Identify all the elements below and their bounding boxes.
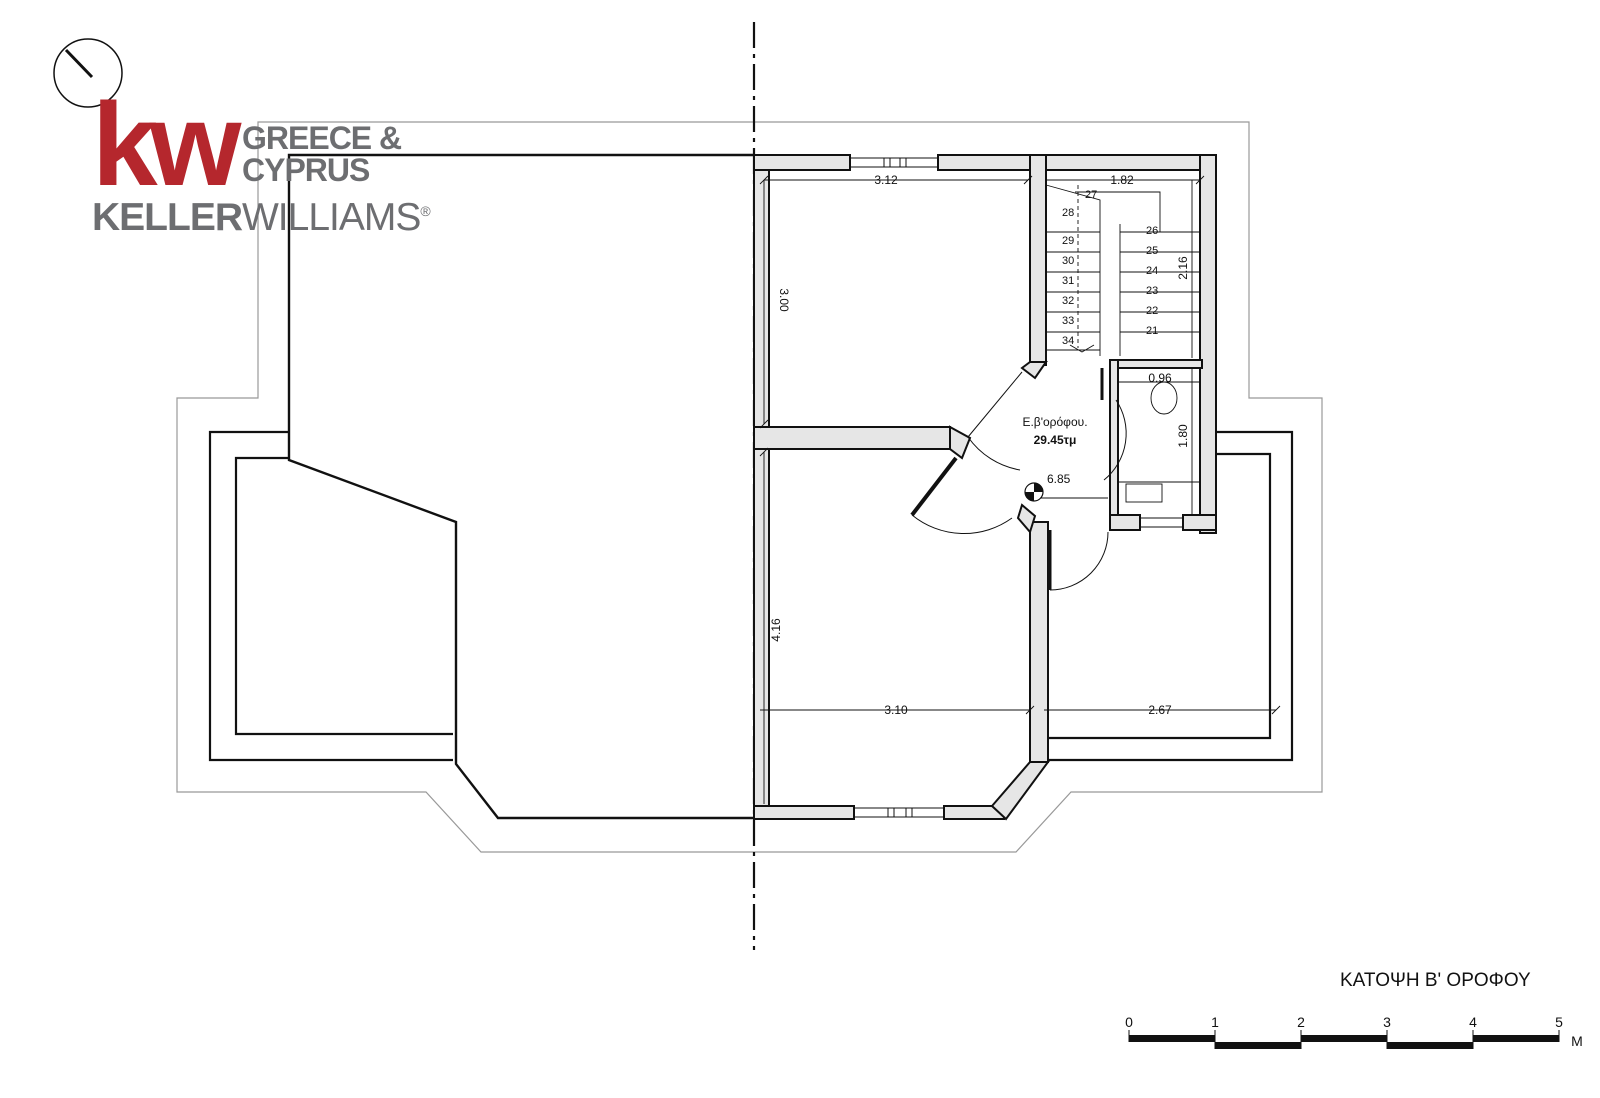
stair-step-label: 33 <box>1062 315 1074 327</box>
stair-step-label: 30 <box>1062 255 1074 267</box>
dim-top-room-depth: 3.00 <box>777 288 791 312</box>
dim-wc-width: 0.96 <box>1148 371 1172 385</box>
area-label: Ε.β'ορόφου. <box>1022 415 1087 429</box>
scale-tick-label: 5 <box>1555 1014 1563 1030</box>
logo-brand: KELLERWILLIAMS® <box>92 196 431 240</box>
scale-tick-label: 3 <box>1383 1014 1391 1030</box>
right-terrace <box>1048 430 1294 762</box>
scale-unit: M <box>1571 1033 1583 1049</box>
stair-step-label: 21 <box>1146 325 1158 337</box>
scale-tick-label: 0 <box>1125 1014 1133 1030</box>
scale-bar <box>1128 1030 1560 1049</box>
window-top <box>850 157 938 168</box>
logo-registered: ® <box>420 203 430 219</box>
stair-step-label: 24 <box>1146 265 1158 277</box>
window-bottom <box>854 807 944 818</box>
scale-tick-label: 2 <box>1297 1014 1305 1030</box>
roof-outline <box>287 153 754 820</box>
logo-brand-light: WILLIAMS <box>242 196 421 239</box>
stair-step-label: 25 <box>1146 245 1158 257</box>
plan-title: ΚΑΤΟΨΗ Β' ΟΡΟΦΟΥ <box>1340 970 1531 991</box>
stair-step-label: 28 <box>1062 207 1074 219</box>
scale-tick-label: 4 <box>1469 1014 1477 1030</box>
stair-step-label: 22 <box>1146 305 1158 317</box>
scale-tick-label: 1 <box>1211 1014 1219 1030</box>
doors <box>910 368 1127 591</box>
level-marker-icon <box>1024 482 1044 502</box>
area-value: 29.45τμ <box>1034 433 1077 447</box>
stair-step-label: 23 <box>1146 285 1158 297</box>
dim-wc-depth: 1.80 <box>1176 424 1190 448</box>
kw-logo-mark: kw <box>92 79 241 211</box>
stair-step-label: 34 <box>1062 335 1074 347</box>
logo-region-line1: GREECE & <box>242 120 402 156</box>
stair-step-label: 27 <box>1085 189 1097 201</box>
stair-step-label: 26 <box>1146 225 1158 237</box>
level-value: 6.85 <box>1047 472 1071 486</box>
dim-stair-width: 1.82 <box>1110 173 1134 187</box>
left-terrace <box>208 430 453 762</box>
stair-step-label: 31 <box>1062 275 1074 287</box>
north-arrow-icon <box>53 38 123 108</box>
diagonal-walls <box>949 361 1050 821</box>
stair-step-label: 29 <box>1062 235 1074 247</box>
window-wc <box>1140 517 1183 528</box>
walls <box>753 154 1217 820</box>
dim-bottom-room-depth: 4.16 <box>769 618 783 642</box>
dim-top-room-width: 3.12 <box>874 173 898 187</box>
eave-outline <box>176 121 1323 853</box>
wc-fixtures <box>1118 381 1200 503</box>
logo-region: GREECE & CYPRUS <box>242 120 402 188</box>
logo-brand-bold: KELLER <box>92 196 243 239</box>
dim-bottom-room-width: 3.10 <box>884 703 908 717</box>
dim-stair-depth: 2.16 <box>1176 256 1190 280</box>
dim-side-width: 2.67 <box>1148 703 1172 717</box>
stair-step-label: 32 <box>1062 295 1074 307</box>
staircase <box>1045 184 1200 356</box>
logo-region-line2: CYPRUS <box>242 152 370 188</box>
